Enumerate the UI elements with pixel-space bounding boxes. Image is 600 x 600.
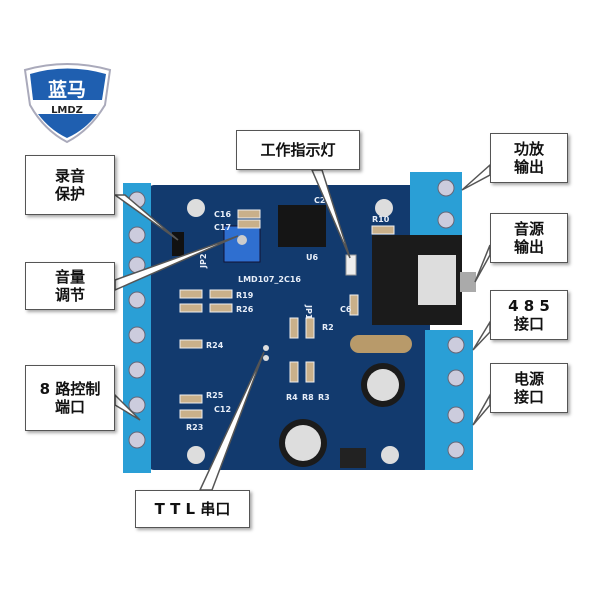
status-led	[345, 254, 357, 276]
silk-r26: R26	[236, 305, 254, 314]
silk-c6: C6	[340, 305, 352, 314]
smd-components	[179, 209, 395, 419]
silk-r8: R8	[302, 393, 314, 402]
mount-hole	[381, 446, 399, 464]
silk-r23: R23	[186, 423, 203, 432]
mount-hole	[187, 446, 205, 464]
logo-cn: 蓝马	[48, 78, 86, 101]
amp-output-terminal	[410, 172, 462, 238]
crystal	[350, 335, 412, 353]
pcb-board	[148, 185, 430, 470]
silk-c17: C17	[214, 223, 231, 232]
silk-model: LMD107_2C16	[238, 275, 301, 284]
callout-status-led: 工作指示灯	[236, 130, 360, 170]
ttl-pin	[263, 345, 269, 351]
silk-r19: R19	[236, 291, 254, 300]
ttl-pin	[263, 355, 269, 361]
silk-c12: C12	[214, 405, 231, 414]
callout-volume-adjust: 音量 调节	[25, 262, 115, 310]
silk-jp2: JP2	[199, 254, 208, 269]
silk-r25: R25	[206, 391, 224, 400]
callout-control-port: 8 路控制 端口	[25, 365, 115, 431]
silk-r3: R3	[318, 393, 330, 402]
silk-u6: U6	[306, 253, 318, 262]
power-485-terminal	[425, 330, 473, 470]
mount-hole	[375, 199, 393, 217]
silk-r2: R2	[322, 323, 334, 332]
u6-chip	[278, 205, 326, 247]
silk-r24: R24	[206, 341, 224, 350]
audio-jack	[372, 235, 476, 325]
callout-record-protect: 录音 保护	[25, 155, 115, 215]
mount-hole	[187, 199, 205, 217]
left-terminal-block	[123, 183, 151, 473]
callout-audio-output: 音源 输出	[490, 213, 568, 263]
logo-en: LMDZ	[51, 105, 83, 116]
callout-rs485: 4 8 5 接口	[490, 290, 568, 340]
callout-ttl-serial: T T L 串口	[135, 490, 250, 528]
callout-power: 电源 接口	[490, 363, 568, 413]
callout-amp-output: 功放 输出	[490, 133, 568, 183]
silk-jp1: JP1	[304, 304, 313, 320]
lmdz-logo: 蓝马 LMDZ	[23, 63, 112, 144]
silk-c16: C16	[214, 210, 231, 219]
regulator	[340, 448, 366, 468]
silk-c20: C20	[314, 196, 331, 205]
silk-r10: R10	[372, 215, 390, 224]
silk-r4: R4	[286, 393, 298, 402]
